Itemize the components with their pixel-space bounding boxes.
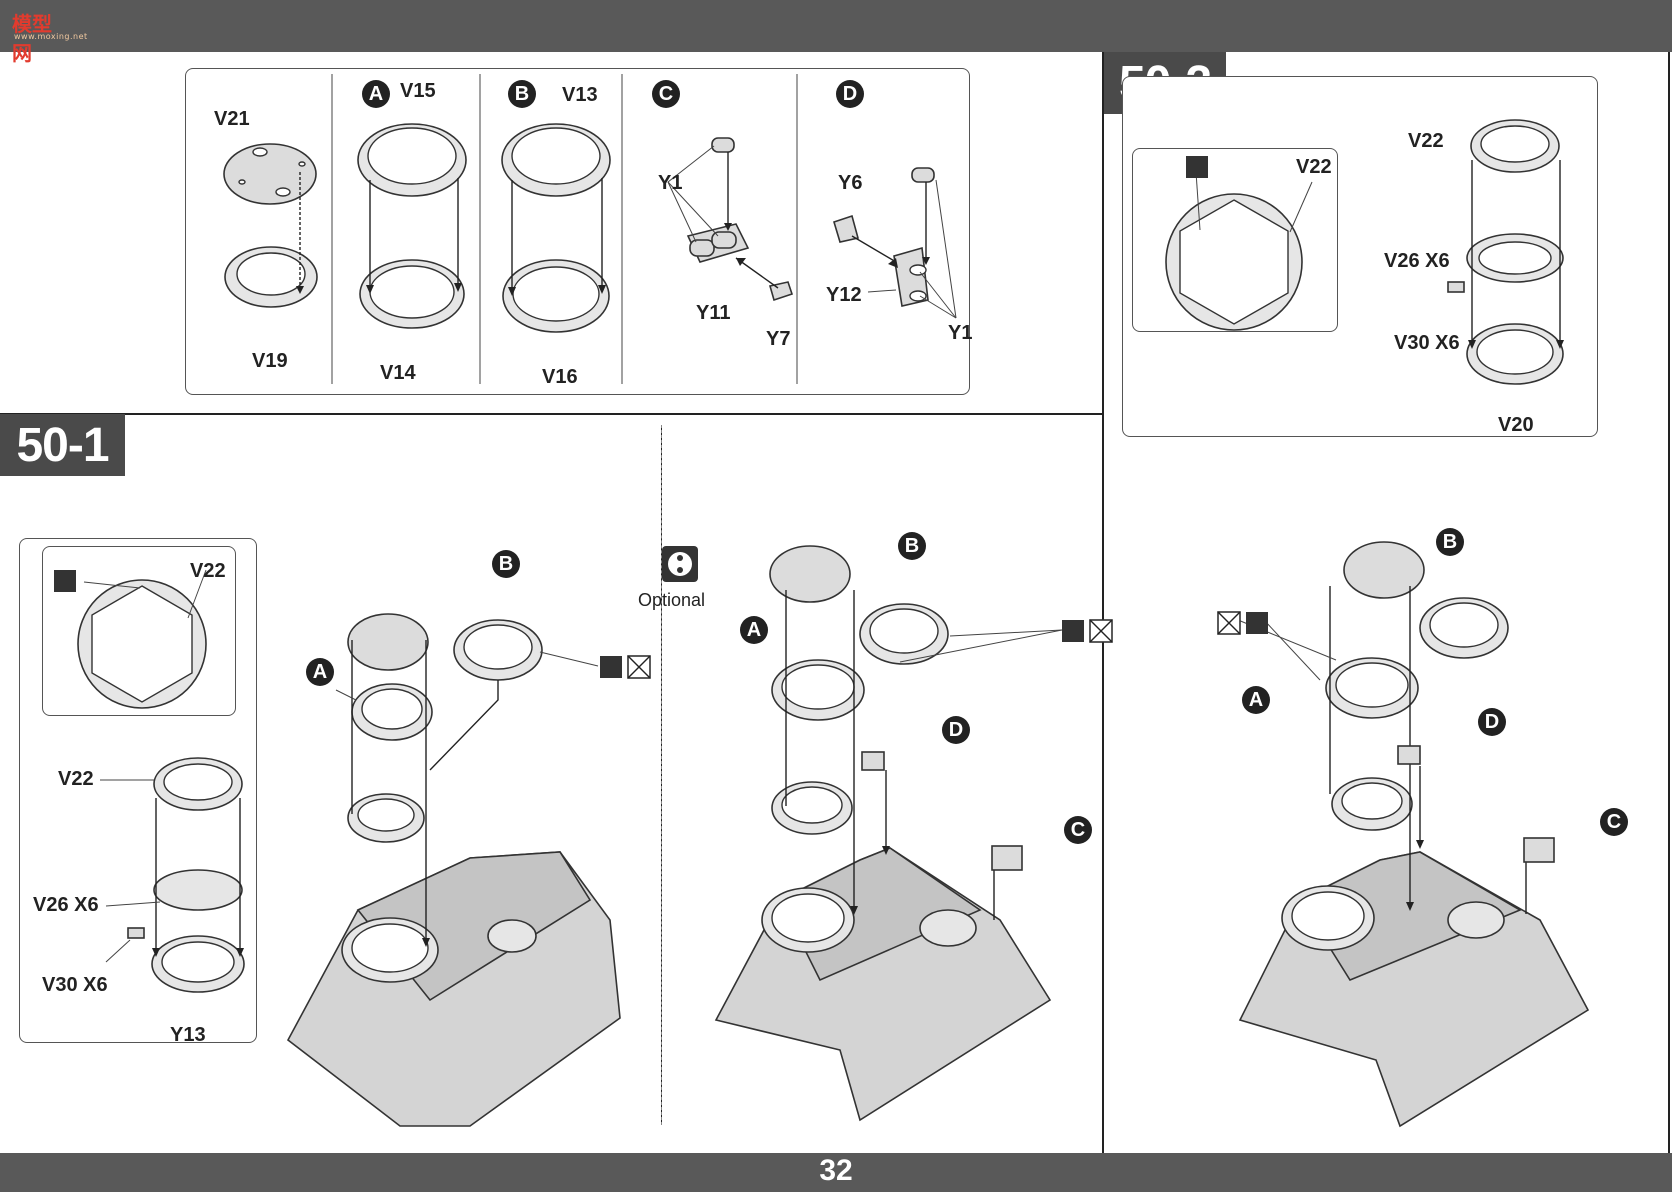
label-v21: V21 — [214, 108, 250, 130]
callout-d-panel: D — [836, 80, 864, 108]
callout-c-panel: C — [652, 80, 680, 108]
callout-b-optional: B — [898, 532, 926, 560]
callout-b-step1: B — [492, 550, 520, 578]
label-step1-inset-v22: V22 — [190, 560, 226, 582]
callout-c-step2: C — [1600, 808, 1628, 836]
divider-vertical-right — [1102, 52, 1104, 1153]
label-step1-y13: Y13 — [170, 1024, 206, 1046]
label-v16: V16 — [542, 366, 578, 388]
label-y1-d: Y1 — [948, 322, 973, 344]
step2-inset-ring — [1165, 171, 1313, 331]
label-step1-v30: V30 X6 — [42, 974, 108, 996]
label-v15: V15 — [400, 80, 436, 102]
label-y12: Y12 — [826, 284, 862, 306]
site-logo: 模型网 www.moxing.net — [4, 4, 87, 65]
label-step2-v20: V20 — [1498, 414, 1534, 436]
hull-step1 — [286, 613, 621, 1127]
subassembly-a — [357, 123, 467, 329]
label-v19: V19 — [252, 350, 288, 372]
base-subassembly — [223, 143, 318, 308]
hull-step2 — [1237, 541, 1590, 1128]
subassembly-b — [501, 123, 611, 333]
label-v13: V13 — [562, 84, 598, 106]
label-step2-inset-v22: V22 — [1296, 156, 1332, 178]
subassembly-c — [667, 137, 794, 302]
subassembly-d — [833, 167, 957, 319]
label-y6: Y6 — [838, 172, 863, 194]
logo-text: 模型网 — [12, 12, 52, 65]
legend-icons — [54, 156, 1268, 679]
hull-step1-optional — [714, 545, 1063, 1122]
top-bar: 模型网 www.moxing.net — [0, 0, 1672, 65]
step1-inset-ring — [77, 569, 207, 709]
label-y7: Y7 — [766, 328, 791, 350]
callout-c-optional: C — [1064, 816, 1092, 844]
label-step1-v22: V22 — [58, 768, 94, 790]
label-y11: Y11 — [696, 302, 731, 324]
callout-a-panel: A — [362, 80, 390, 108]
callout-a-optional: A — [740, 616, 768, 644]
label-v14: V14 — [380, 362, 416, 384]
callout-b-panel: B — [508, 80, 536, 108]
label-y1-c: Y1 — [658, 172, 683, 194]
label-step2-v26: V26 X6 — [1384, 250, 1450, 272]
page-number: 32 — [819, 1154, 853, 1187]
optional-label: Optional — [638, 590, 706, 610]
label-step2-v22: V22 — [1408, 130, 1444, 152]
callout-a-step2: A — [1242, 686, 1270, 714]
callout-d-step2: D — [1478, 708, 1506, 736]
divider-optional — [661, 425, 662, 1125]
subassembly-column-dividers — [331, 74, 798, 384]
logo-subtext: www.moxing.net — [14, 32, 88, 41]
label-step1-v26: V26 X6 — [33, 894, 99, 916]
bottom-bar — [0, 1153, 1672, 1192]
callout-b-step2: B — [1436, 528, 1464, 556]
divider-horizontal — [0, 413, 1102, 415]
divider-right-edge — [1668, 52, 1670, 1153]
step-tag-50-1: 50-1 — [0, 414, 125, 476]
callout-a-step1: A — [306, 658, 334, 686]
step2-ring-stack — [1447, 119, 1564, 385]
callout-d-optional: D — [942, 716, 970, 744]
label-step2-v30: V30 X6 — [1394, 332, 1460, 354]
step1-ring-stack — [100, 757, 245, 993]
